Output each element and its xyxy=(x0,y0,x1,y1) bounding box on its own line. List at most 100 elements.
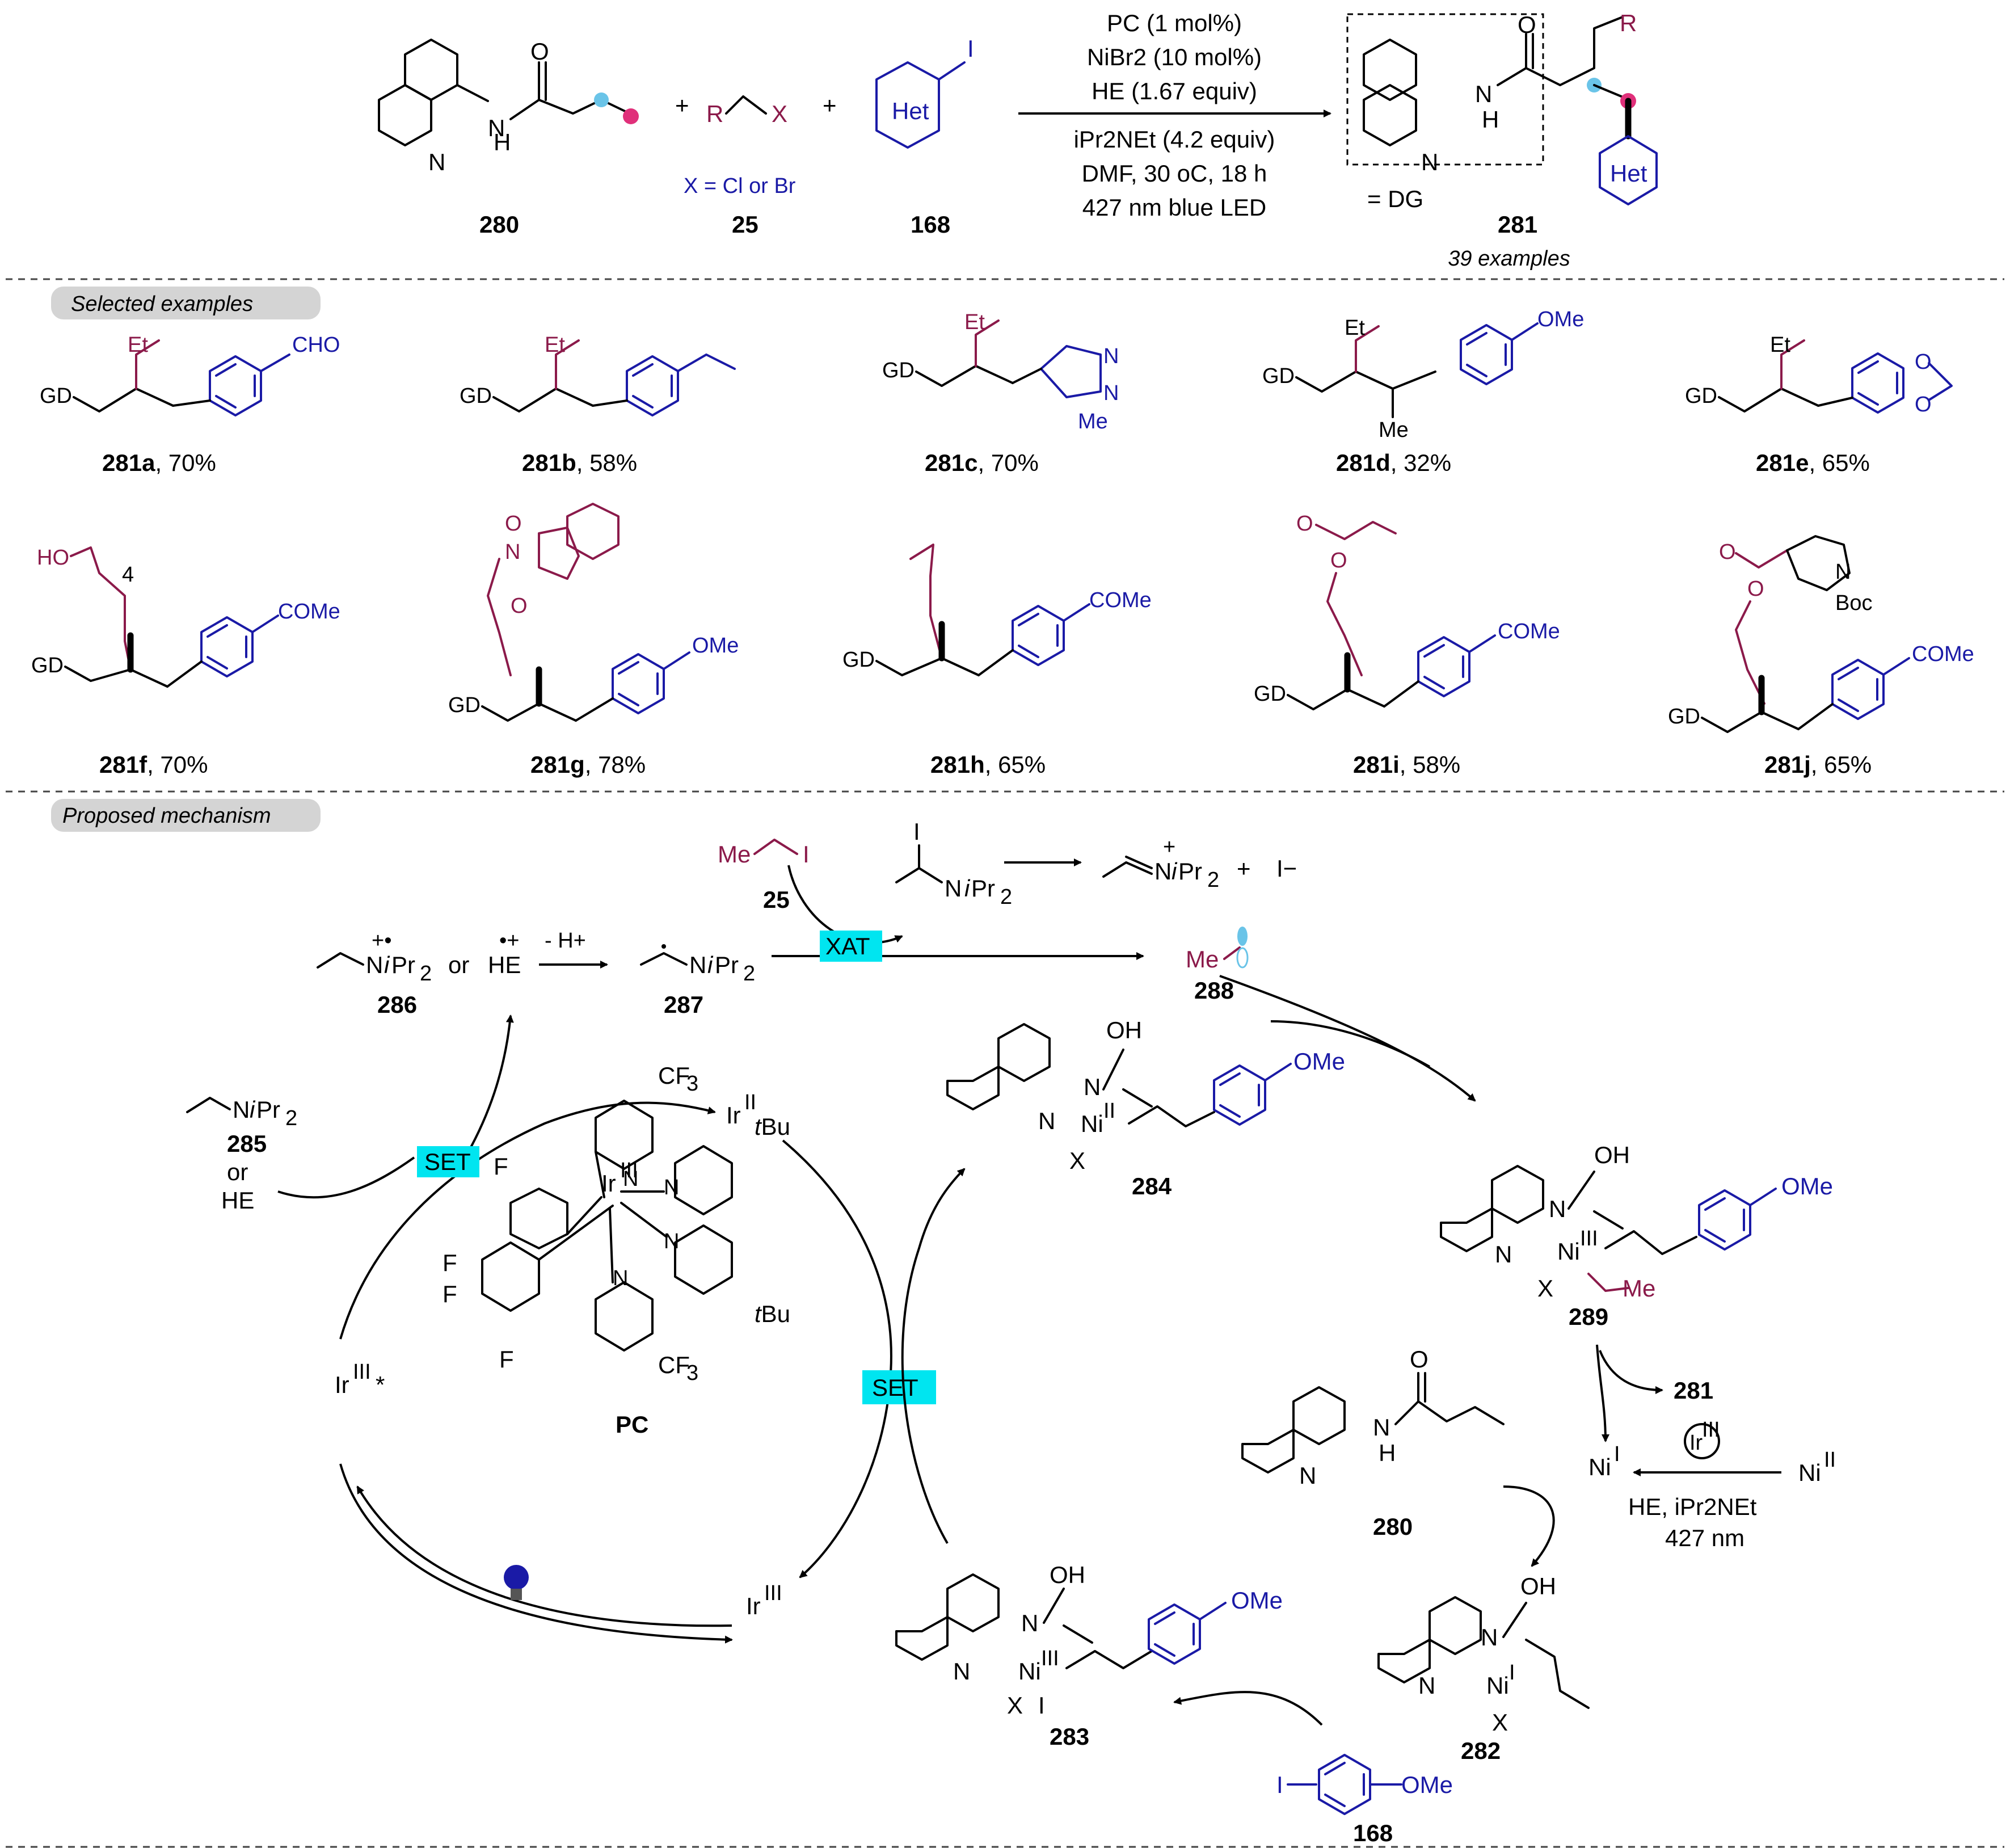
svg-text:N: N xyxy=(233,1096,250,1123)
svg-text:N: N xyxy=(1038,1108,1055,1134)
svg-text:Pr: Pr xyxy=(1178,858,1202,885)
svg-text:I: I xyxy=(1509,1661,1515,1685)
svg-text:O: O xyxy=(1518,11,1536,38)
label-286: 286 xyxy=(377,991,417,1018)
svg-text:N: N xyxy=(1299,1462,1316,1489)
svg-text:2: 2 xyxy=(285,1106,297,1130)
svg-text:Selected examples: Selected examples xyxy=(71,292,253,316)
example-281h-label: 281h, 65% xyxy=(930,751,1046,778)
svg-text:N: N xyxy=(664,1230,679,1253)
svg-text:Et: Et xyxy=(128,333,148,357)
svg-text:III: III xyxy=(764,1581,782,1605)
label-281-mech: 281 xyxy=(1674,1377,1713,1404)
label-280-mech: 280 xyxy=(1373,1513,1413,1540)
svg-text:N: N xyxy=(1835,560,1851,584)
svg-text:N: N xyxy=(613,1266,628,1290)
svg-text:N: N xyxy=(1084,1074,1101,1100)
svg-text:or: or xyxy=(448,952,469,978)
svg-text:N: N xyxy=(1154,858,1172,885)
svg-text:Ni: Ni xyxy=(1081,1110,1103,1137)
svg-text:Ni: Ni xyxy=(1798,1459,1821,1486)
svg-text:X: X xyxy=(772,100,787,127)
svg-text:CHO: CHO xyxy=(292,333,340,357)
label-25: 25 xyxy=(732,211,759,238)
svg-text:X: X xyxy=(1492,1709,1508,1736)
svg-text:H: H xyxy=(494,129,511,155)
svg-text:Et: Et xyxy=(545,333,565,357)
label-pc: PC xyxy=(616,1411,648,1438)
svg-text:XAT: XAT xyxy=(825,933,870,959)
svg-text:GD: GD xyxy=(882,359,915,382)
svg-text:tBu: tBu xyxy=(755,1113,790,1140)
svg-text:Ir: Ir xyxy=(335,1371,349,1398)
svg-text:Me: Me xyxy=(1623,1275,1655,1302)
label-168: 168 xyxy=(911,211,950,238)
svg-text:I: I xyxy=(913,818,920,845)
svg-text:H: H xyxy=(1482,106,1499,133)
svg-text:N: N xyxy=(1495,1241,1512,1268)
svg-text:N: N xyxy=(1373,1414,1390,1441)
structure-281a: GD Et CHO xyxy=(40,333,340,416)
svg-text:GD: GD xyxy=(1685,384,1717,408)
svg-text:Et: Et xyxy=(964,310,985,334)
svg-text:Pr: Pr xyxy=(391,952,415,978)
structure-281j: O N Boc O GD COMe xyxy=(1668,535,1974,733)
svg-text:3: 3 xyxy=(686,1361,698,1385)
compound-280-structure: N N H O xyxy=(378,38,639,175)
example-281i-label: 281i, 58% xyxy=(1353,751,1460,778)
example-281e-label: 281e, 65% xyxy=(1756,449,1870,476)
svg-text:N: N xyxy=(623,1167,638,1191)
svg-text:+: + xyxy=(675,92,689,119)
svg-text:+•: +• xyxy=(372,929,392,953)
svg-text:Ni: Ni xyxy=(1486,1672,1509,1699)
label-283: 283 xyxy=(1050,1723,1089,1750)
svg-text:Me: Me xyxy=(1379,418,1409,442)
svg-text:III: III xyxy=(1702,1418,1720,1442)
svg-text:OMe: OMe xyxy=(1401,1771,1453,1798)
structure-281f: HO 4 GD COMe xyxy=(31,546,340,688)
svg-text:O: O xyxy=(511,594,528,618)
svg-text:N: N xyxy=(945,875,962,902)
svg-text:I: I xyxy=(967,35,974,62)
svg-text:I: I xyxy=(1276,1771,1283,1798)
svg-text:NiBr2 (10 mol%): NiBr2 (10 mol%) xyxy=(1087,44,1262,70)
svg-text:Boc: Boc xyxy=(1835,591,1872,615)
example-281g-label: 281g, 78% xyxy=(530,751,646,778)
svg-text:N: N xyxy=(1481,1624,1498,1651)
label-285: 285 xyxy=(227,1130,267,1157)
svg-text:F: F xyxy=(499,1346,514,1373)
label-25-mech: 25 xyxy=(763,886,790,913)
svg-text:O: O xyxy=(1410,1346,1429,1373)
structure-281d: GD Et Me OMe xyxy=(1262,308,1584,442)
svg-text:2: 2 xyxy=(1207,868,1219,892)
svg-text:Het: Het xyxy=(1610,160,1647,187)
compound-25-structure: R X X = Cl or Br xyxy=(684,95,796,198)
svg-text:N: N xyxy=(428,149,445,175)
svg-text:OMe: OMe xyxy=(1231,1587,1283,1614)
svg-text:O: O xyxy=(1330,549,1347,572)
examples-count: 39 examples xyxy=(1448,247,1570,271)
svg-text:O: O xyxy=(505,512,522,536)
svg-text:*: * xyxy=(376,1371,385,1398)
svg-text:X: X xyxy=(1537,1275,1553,1302)
svg-text:N: N xyxy=(366,952,383,978)
structure-281i: O O GD COMe xyxy=(1254,512,1560,710)
svg-text:Ni: Ni xyxy=(1018,1658,1041,1685)
svg-text:N: N xyxy=(1549,1195,1566,1222)
svg-text:II: II xyxy=(1824,1448,1836,1472)
svg-text:COMe: COMe xyxy=(1089,588,1152,612)
svg-text:DMF, 30 oC, 18 h: DMF, 30 oC, 18 h xyxy=(1082,160,1267,187)
label-284: 284 xyxy=(1132,1173,1172,1199)
svg-text:i: i xyxy=(707,952,714,978)
svg-text:- H+: - H+ xyxy=(545,929,586,953)
svg-text:F: F xyxy=(494,1153,508,1180)
svg-text:GD: GD xyxy=(40,384,72,408)
set-badge-left xyxy=(417,1146,479,1177)
svg-text:2: 2 xyxy=(743,962,755,986)
svg-text:HE (1.67 equiv): HE (1.67 equiv) xyxy=(1092,78,1257,104)
svg-text:GD: GD xyxy=(1262,364,1295,388)
svg-text:F: F xyxy=(443,1281,457,1307)
